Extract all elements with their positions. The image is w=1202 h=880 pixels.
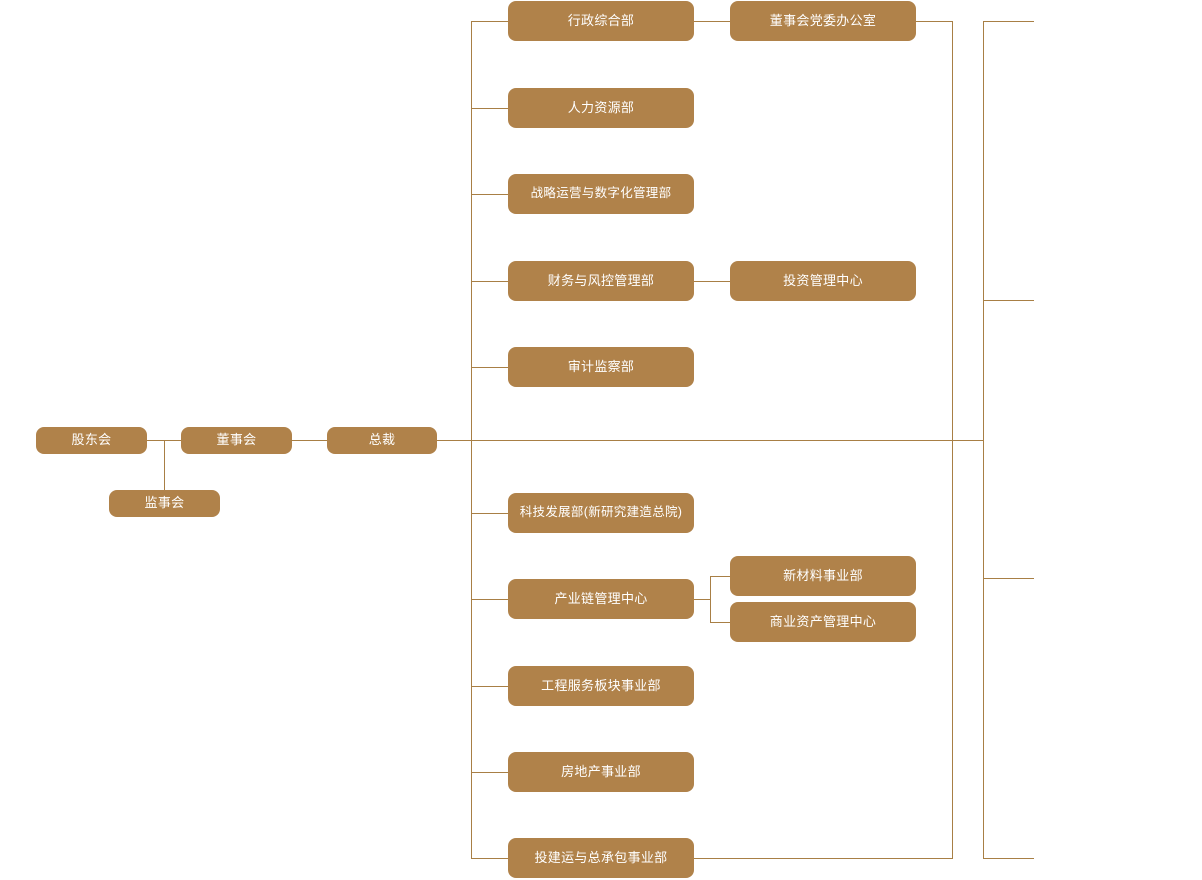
node-department-lower-2[interactable]: 工程服务板块事业部 [508, 666, 694, 706]
node-department-upper-1[interactable]: 人力资源部 [508, 88, 694, 128]
node-subunit-3-label: 商业资产管理中心 [769, 613, 877, 629]
node-department-lower-1[interactable]: 产业链管理中心 [508, 579, 694, 619]
connector-subunit-1 [694, 281, 730, 282]
node-subunit-2-label: 新材料事业部 [783, 567, 863, 583]
connector-subunit-trunk [694, 599, 711, 600]
branch-stub-lower-1 [471, 599, 508, 600]
node-president-label: 总裁 [368, 432, 396, 448]
node-department-upper-4-label: 审计监察部 [567, 358, 635, 374]
branch-stub-lower-3 [471, 772, 508, 773]
bracket-outer-stub-lower-mid [983, 578, 1034, 579]
connector-president-to-spine [437, 440, 984, 441]
node-department-upper-0-label: 行政综合部 [567, 12, 635, 28]
node-department-lower-3[interactable]: 房地产事业部 [508, 752, 694, 792]
connector-supervisors-drop [164, 440, 165, 504]
node-department-lower-4-label: 投建运与总承包事业部 [534, 849, 668, 865]
node-department-lower-2-label: 工程服务板块事业部 [541, 677, 661, 693]
connector-subunit-2 [710, 576, 730, 577]
node-department-lower-0-label: 科技发展部(新研究建造总院) [519, 505, 683, 520]
branch-stub-upper-4 [471, 367, 508, 368]
node-department-upper-4[interactable]: 审计监察部 [508, 347, 694, 387]
node-subunit-0[interactable]: 董事会党委办公室 [730, 1, 916, 41]
connector-subunit-riser [710, 576, 711, 622]
node-board[interactable]: 董事会 [181, 427, 292, 454]
node-department-upper-0[interactable]: 行政综合部 [508, 1, 694, 41]
branch-stub-lower-0 [471, 513, 508, 514]
node-supervisors-label: 监事会 [144, 495, 185, 511]
branch-stub-upper-0 [471, 21, 508, 22]
node-department-upper-1-label: 人力资源部 [567, 99, 635, 115]
branch-stub-upper-1 [471, 108, 508, 109]
branch-stub-lower-2 [471, 686, 508, 687]
node-subunit-1[interactable]: 投资管理中心 [730, 261, 916, 301]
bracket-inner-bottom-stub [694, 858, 953, 859]
bracket-inner-vertical [952, 21, 953, 859]
bracket-inner-top-stub [916, 21, 953, 22]
main-spine [471, 21, 472, 859]
node-department-upper-3[interactable]: 财务与风控管理部 [508, 261, 694, 301]
node-subunit-3[interactable]: 商业资产管理中心 [730, 602, 916, 642]
connector-subunit-3 [710, 622, 730, 623]
branch-stub-lower-4 [471, 858, 508, 859]
node-department-upper-3-label: 财务与风控管理部 [547, 272, 655, 288]
bracket-outer-stub-top [983, 21, 1034, 22]
node-shareholders[interactable]: 股东会 [36, 427, 147, 454]
bracket-outer-vertical [983, 21, 984, 859]
node-subunit-0-label: 董事会党委办公室 [769, 12, 877, 28]
node-department-lower-4[interactable]: 投建运与总承包事业部 [508, 838, 694, 878]
node-subunit-2[interactable]: 新材料事业部 [730, 556, 916, 596]
node-department-lower-1-label: 产业链管理中心 [554, 590, 648, 606]
node-board-label: 董事会 [216, 432, 257, 448]
node-supervisors[interactable]: 监事会 [109, 490, 220, 517]
node-department-lower-3-label: 房地产事业部 [561, 763, 641, 779]
branch-stub-upper-2 [471, 194, 508, 195]
branch-stub-upper-3 [471, 281, 508, 282]
bracket-outer-stub-bottom [983, 858, 1034, 859]
node-president[interactable]: 总裁 [327, 427, 437, 454]
node-department-upper-2[interactable]: 战略运营与数字化管理部 [508, 174, 694, 214]
connector-subunit-0 [694, 21, 730, 22]
node-department-lower-0[interactable]: 科技发展部(新研究建造总院) [508, 493, 694, 533]
node-shareholders-label: 股东会 [71, 432, 112, 448]
connector-board-to-president [291, 440, 327, 441]
node-subunit-1-label: 投资管理中心 [783, 272, 863, 288]
bracket-outer-stub-upper-mid [983, 300, 1034, 301]
node-department-upper-2-label: 战略运营与数字化管理部 [530, 186, 672, 201]
